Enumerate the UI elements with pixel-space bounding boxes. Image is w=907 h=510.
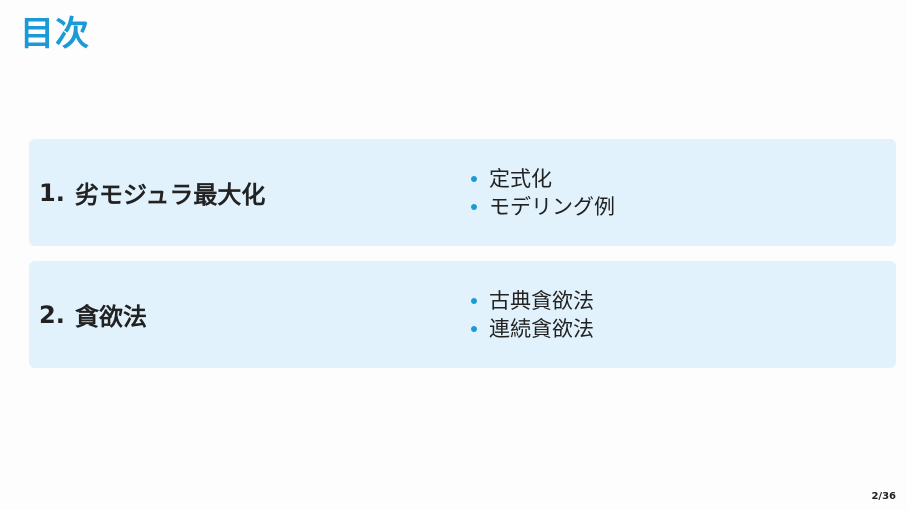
subitem-label: 定式化 [489, 166, 552, 191]
bullet-icon [471, 297, 477, 304]
section-number: 1. [39, 178, 65, 207]
page-number: 2/36 [871, 491, 896, 502]
subitem-label: モデリング例 [489, 194, 615, 219]
subitem: 古典貪欲法 [471, 287, 594, 315]
subitem: 連続貪欲法 [471, 315, 594, 343]
toc-section-1: 1. 劣モジュラ最大化 定式化 モデリング例 [29, 139, 896, 246]
page-current: 2 [871, 491, 879, 502]
bullet-icon [471, 203, 477, 210]
section-title: 劣モジュラ最大化 [75, 181, 266, 209]
subitem-label: 連続貪欲法 [489, 316, 594, 341]
toc-section-2: 2. 貪欲法 古典貪欲法 連続貪欲法 [29, 261, 896, 368]
subitem-label: 古典貪欲法 [489, 288, 594, 313]
page-separator: / [878, 491, 883, 502]
section-heading: 2. 貪欲法 [39, 261, 147, 368]
subitem-list: 定式化 モデリング例 [471, 139, 615, 246]
bullet-icon [471, 325, 477, 332]
page-total: 36 [882, 491, 896, 502]
subitem: モデリング例 [471, 193, 615, 221]
bullet-icon [471, 175, 477, 182]
section-heading: 1. 劣モジュラ最大化 [39, 139, 265, 246]
section-number: 2. [39, 300, 65, 329]
subitem: 定式化 [471, 165, 615, 193]
slide-title: 目次 [20, 14, 90, 54]
subitem-list: 古典貪欲法 連続貪欲法 [471, 261, 594, 368]
section-title: 貪欲法 [75, 303, 147, 331]
